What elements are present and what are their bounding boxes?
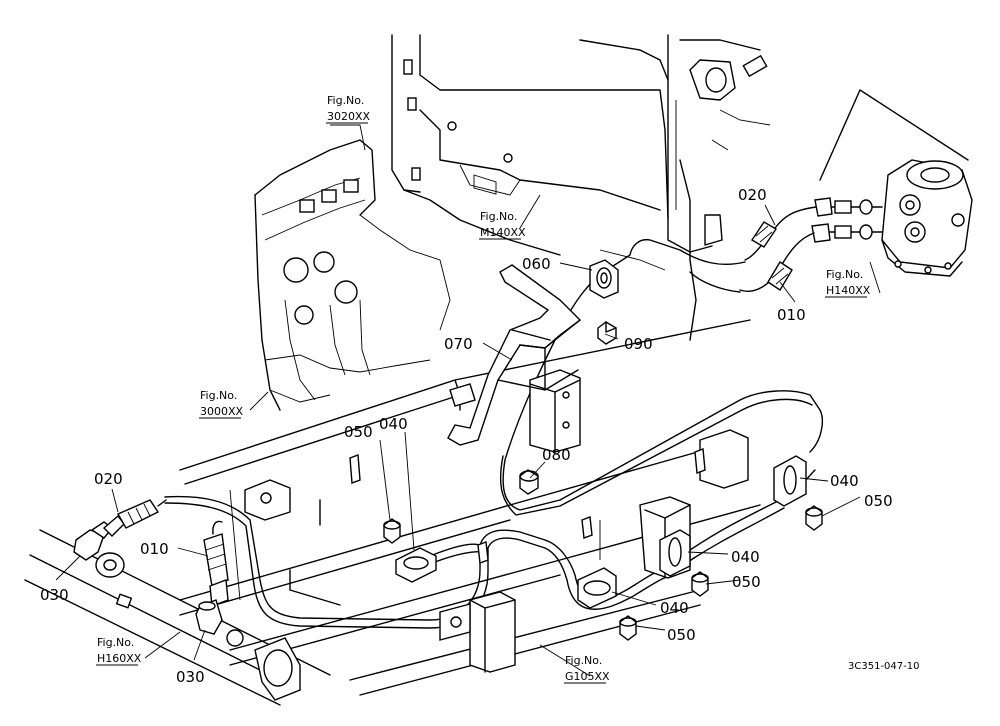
label-090: 090 — [624, 335, 653, 353]
figref-G105-line2: G105XX — [565, 670, 610, 683]
figure-references: Fig.No. 3020XX Fig.No. M140XX Fig.No. H1… — [96, 94, 871, 684]
label-040-d: 040 — [660, 599, 689, 617]
figref-G105-line1: Fig.No. — [565, 654, 602, 667]
label-050-d: 050 — [667, 626, 696, 644]
clamp-040-c — [659, 529, 709, 597]
label-040-c: 040 — [731, 548, 760, 566]
figref-3000: Fig.No. 3000XX — [200, 389, 244, 418]
label-020-bottom: 020 — [94, 470, 123, 488]
bracket-070 — [447, 259, 619, 495]
label-020-top: 020 — [738, 186, 767, 204]
figref-G105: Fig.No. G105XX — [565, 654, 610, 683]
label-030-left: 030 — [40, 586, 69, 604]
figref-M140-line1: Fig.No. — [480, 210, 517, 223]
clamp-040-d — [577, 567, 637, 641]
lower-left-hydraulics — [24, 499, 331, 706]
clamp-040-b — [773, 455, 823, 531]
label-050-b: 050 — [864, 492, 893, 510]
part-number-labels: 020 010 060 070 090 080 050 040 040 050 … — [40, 186, 893, 686]
figref-H140-line1: Fig.No. — [826, 268, 863, 281]
figref-H160-line1: Fig.No. — [97, 636, 134, 649]
label-050-a: 050 — [344, 423, 373, 441]
grommet-060 — [589, 259, 619, 299]
figref-H160-line2: H160XX — [97, 652, 142, 665]
steering-unit — [811, 89, 973, 277]
upper-hoses — [739, 206, 817, 292]
drawing-code: 3C351-047-10 — [848, 661, 919, 672]
figref-H140-line2: H140XX — [826, 284, 871, 297]
bolt-080 — [519, 469, 539, 495]
figref-M140: Fig.No. M140XX — [480, 210, 526, 239]
figref-H140: Fig.No. H140XX — [826, 268, 871, 297]
figref-3000-line1: Fig.No. — [200, 389, 237, 402]
clamp-040-a — [383, 518, 437, 583]
bolt-090 — [597, 321, 617, 345]
clamps — [383, 455, 823, 641]
label-010-top: 010 — [777, 306, 806, 324]
frame-rails — [179, 319, 761, 696]
label-010-bottom: 010 — [140, 540, 169, 558]
label-030-bottom: 030 — [176, 668, 205, 686]
engine-block — [254, 139, 451, 411]
figref-3020-line2: 3020XX — [327, 110, 371, 123]
figref-M140-line2: M140XX — [480, 226, 526, 239]
label-050-c: 050 — [732, 573, 761, 591]
figref-3020: Fig.No. 3020XX — [327, 94, 371, 123]
figref-3000-line2: 3000XX — [200, 405, 244, 418]
label-040-a: 040 — [379, 415, 408, 433]
leader-lines — [55, 124, 881, 677]
upper-frame — [391, 34, 771, 341]
label-060: 060 — [522, 255, 551, 273]
label-070: 070 — [444, 335, 473, 353]
figref-H160: Fig.No. H160XX — [97, 636, 142, 665]
label-040-b: 040 — [830, 472, 859, 490]
figref-3020-line1: Fig.No. — [327, 94, 364, 107]
label-080: 080 — [542, 446, 571, 464]
